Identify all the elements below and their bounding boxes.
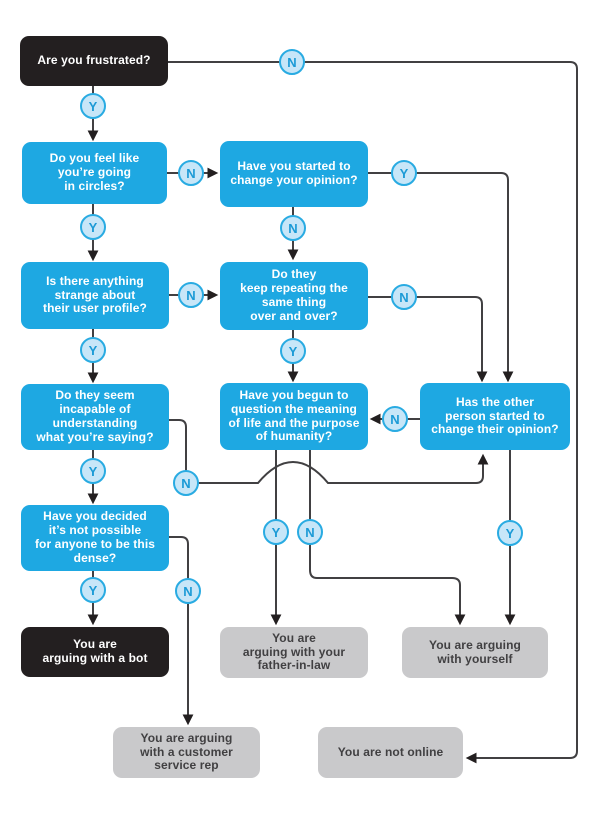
node-father-in-law: You are arguing with your father-in-law bbox=[220, 627, 368, 678]
yn-badge-meaning-no: N bbox=[297, 519, 323, 545]
edge-meaning-no bbox=[309, 450, 466, 626]
yn-badge-decided-no: N bbox=[175, 578, 201, 604]
node-customer-service: You are arguing with a customer service … bbox=[113, 727, 260, 778]
yn-badge-meaning-yes: Y bbox=[263, 519, 289, 545]
yn-badge-frustrated-yes: Y bbox=[80, 93, 106, 119]
yn-badge-started-no: N bbox=[280, 215, 306, 241]
yn-badge-frustrated-no: N bbox=[279, 49, 305, 75]
yn-badge-strange-yes: Y bbox=[80, 337, 106, 363]
node-going-in-circles: Do you feel like you’re going in circles… bbox=[22, 142, 167, 204]
edge-incapable-no bbox=[169, 419, 489, 484]
node-anyone-this-dense-label: Have you decided it’s not possible for a… bbox=[34, 509, 156, 565]
node-started-to-change-label: Have you started to change your opinion? bbox=[230, 159, 358, 187]
node-started-to-change: Have you started to change your opinion? bbox=[220, 141, 368, 207]
node-keep-repeating-label: Do they keep repeating the same thing ov… bbox=[240, 267, 348, 323]
yn-badge-circles-yes: Y bbox=[80, 214, 106, 240]
node-frustrated: Are you frustrated? bbox=[20, 36, 168, 86]
node-not-online-label: You are not online bbox=[337, 744, 444, 759]
yn-badge-incapable-yes: Y bbox=[80, 458, 106, 484]
edge-frustrated-no bbox=[168, 61, 578, 764]
yn-badge-circles-no: N bbox=[178, 160, 204, 186]
node-keep-repeating: Do they keep repeating the same thing ov… bbox=[220, 262, 368, 330]
yn-badge-started-yes: Y bbox=[391, 160, 417, 186]
node-bot: You are arguing with a bot bbox=[21, 627, 169, 677]
node-yourself-label: You are arguing with yourself bbox=[429, 637, 521, 666]
node-frustrated-label: Are you frustrated? bbox=[37, 53, 151, 68]
node-other-person-label: Has the other person started to change t… bbox=[431, 394, 559, 437]
node-anyone-this-dense: Have you decided it’s not possible for a… bbox=[21, 505, 169, 571]
node-meaning-of-life-label: Have you begun to question the meaning o… bbox=[228, 387, 360, 444]
node-incapable-label: Do they seem incapable of understanding … bbox=[36, 388, 154, 444]
node-father-in-law-label: You are arguing with your father-in-law bbox=[242, 630, 346, 673]
node-other-person: Has the other person started to change t… bbox=[420, 383, 570, 450]
yn-badge-other-no: N bbox=[382, 406, 408, 432]
node-meaning-of-life: Have you begun to question the meaning o… bbox=[220, 383, 368, 450]
yn-badge-strange-no: N bbox=[178, 282, 204, 308]
node-strange-profile-label: Is there anything strange about their us… bbox=[43, 273, 147, 316]
node-going-in-circles-label: Do you feel like you’re going in circles… bbox=[49, 151, 140, 193]
edge-started-yes bbox=[368, 172, 514, 383]
edge-decided-no bbox=[169, 536, 194, 726]
node-incapable: Do they seem incapable of understanding … bbox=[21, 384, 169, 450]
yn-badge-other-yes: Y bbox=[497, 520, 523, 546]
yn-badge-incapable-no: N bbox=[173, 470, 199, 496]
node-strange-profile: Is there anything strange about their us… bbox=[21, 262, 169, 329]
node-bot-label: You are arguing with a bot bbox=[42, 637, 148, 665]
edge-repeating-no bbox=[368, 296, 488, 383]
node-customer-service-label: You are arguing with a customer service … bbox=[140, 730, 233, 773]
yn-badge-decided-yes: Y bbox=[80, 577, 106, 603]
node-not-online: You are not online bbox=[318, 727, 463, 778]
yn-badge-repeating-no: N bbox=[391, 284, 417, 310]
node-yourself: You are arguing with yourself bbox=[402, 627, 548, 678]
yn-badge-repeating-yes: Y bbox=[280, 338, 306, 364]
